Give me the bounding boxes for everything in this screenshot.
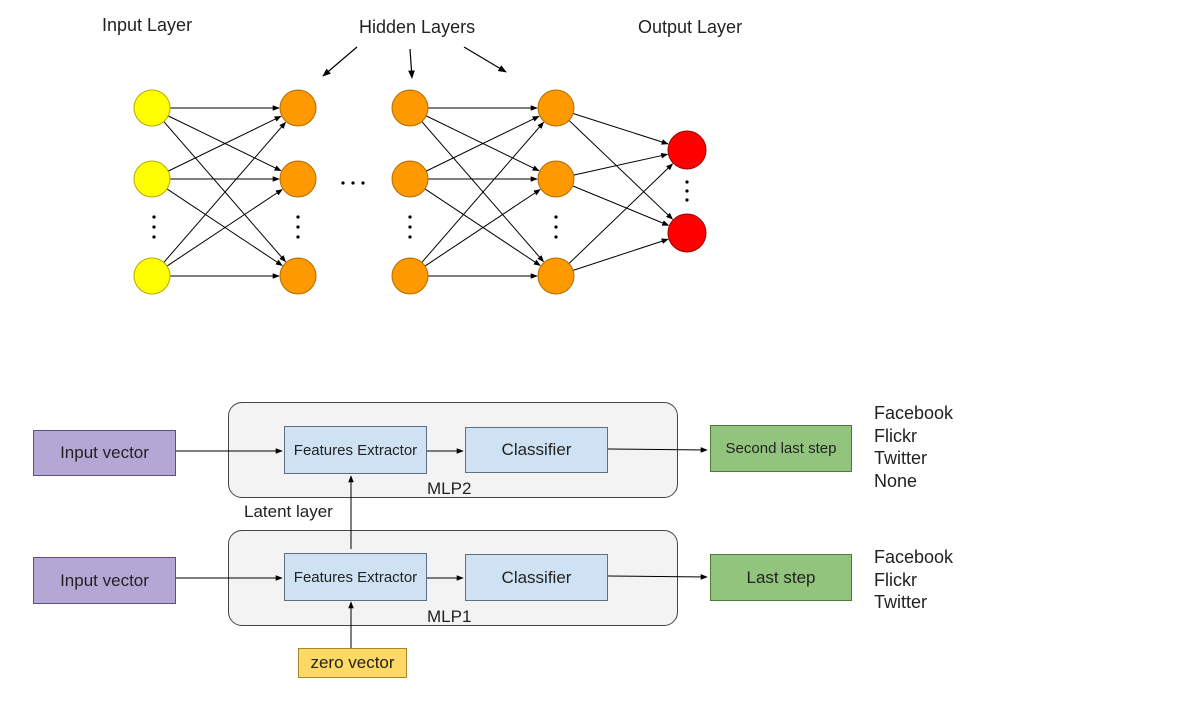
output-neuron-2	[667, 213, 707, 253]
mlp1-output-classes: Facebook Flickr Twitter	[874, 546, 953, 614]
hidden2-neuron-2	[391, 160, 429, 198]
hidden1-neuron-3	[279, 257, 317, 295]
input-layer-label: Input Layer	[102, 15, 193, 35]
connection-hidden3-output-0-0	[572, 113, 669, 145]
hidden-layers-label: Hidden Layers	[359, 17, 476, 37]
class-label: Facebook	[874, 403, 954, 423]
zero-vector-box: zero vector	[298, 648, 407, 678]
class-label: Facebook	[874, 547, 954, 567]
classifier-box-mlp1: Classifier	[465, 554, 608, 601]
arrow-classifier-to-output-mlp2	[607, 447, 708, 453]
connection-input-hidden1-2-1	[166, 189, 283, 267]
output-layer-label: Output Layer	[638, 17, 743, 37]
input-neuron-3	[133, 257, 171, 295]
connection-hidden2-hidden3-2-0	[421, 121, 544, 263]
neural-network-diagram	[133, 46, 707, 295]
hidden3-neuron-1	[537, 89, 575, 127]
output-neuron-1	[667, 130, 707, 170]
last-step-box: Last step	[710, 554, 852, 601]
connection-edges	[163, 105, 674, 279]
connection-hidden3-output-2-1	[572, 238, 669, 271]
class-label: Twitter	[874, 592, 928, 612]
hidden1-neuron-1	[279, 89, 317, 127]
class-label: Flickr	[874, 569, 917, 590]
input-vector-box-mlp2: Input vector	[33, 430, 176, 476]
ellipsis-dots	[152, 180, 689, 239]
pointer-arrow-left	[322, 46, 358, 77]
input-layer-vertical-dots	[152, 215, 156, 239]
input-neuron-1	[133, 89, 171, 127]
class-label: Flickr	[874, 425, 917, 446]
classifier-box-mlp2: Classifier	[465, 427, 608, 473]
mlp1-label: MLP1	[427, 607, 472, 626]
connection-hidden2-hidden3-2-1	[424, 189, 541, 267]
input-vector-box-mlp1: Input vector	[33, 557, 176, 604]
hidden2-neuron-1	[391, 89, 429, 127]
pointer-arrow-right	[463, 46, 507, 73]
between-hidden-horizontal-dots	[341, 181, 365, 185]
hidden1-vertical-dots	[296, 215, 300, 239]
second-last-step-box: Second last step	[710, 425, 852, 472]
connection-hidden3-output-1-1	[572, 185, 670, 226]
hidden2-vertical-dots	[408, 215, 412, 239]
connection-hidden3-output-2-0	[568, 163, 674, 264]
connection-input-hidden1-2-0	[163, 121, 286, 263]
features-extractor-box-mlp1: Features Extractor	[284, 553, 427, 601]
latent-layer-label: Latent layer	[244, 502, 333, 521]
hidden3-neuron-3	[537, 257, 575, 295]
output-layer-vertical-dots	[685, 180, 689, 202]
arrow-classifier-to-output-mlp1	[607, 574, 708, 580]
features-extractor-box-mlp2: Features Extractor	[284, 426, 427, 474]
connection-hidden2-hidden3-1-0	[425, 115, 540, 172]
connection-hidden3-output-0-1	[568, 120, 674, 220]
hidden3-vertical-dots	[554, 215, 558, 239]
class-label: Twitter	[874, 448, 928, 468]
mlp2-output-classes: Facebook Flickr Twitter None	[874, 402, 953, 492]
hidden2-neuron-3	[391, 257, 429, 295]
hidden1-neuron-2	[279, 160, 317, 198]
connection-input-hidden1-1-0	[167, 115, 282, 172]
class-label: None	[874, 470, 918, 491]
hidden3-neuron-2	[537, 160, 575, 198]
neurons	[133, 89, 707, 295]
hidden-layer-pointer-arrows	[322, 46, 507, 79]
pointer-arrow-center	[408, 48, 415, 79]
connection-hidden3-output-1-0	[573, 152, 669, 176]
input-neuron-2	[133, 160, 171, 198]
mlp2-label: MLP2	[427, 479, 472, 498]
